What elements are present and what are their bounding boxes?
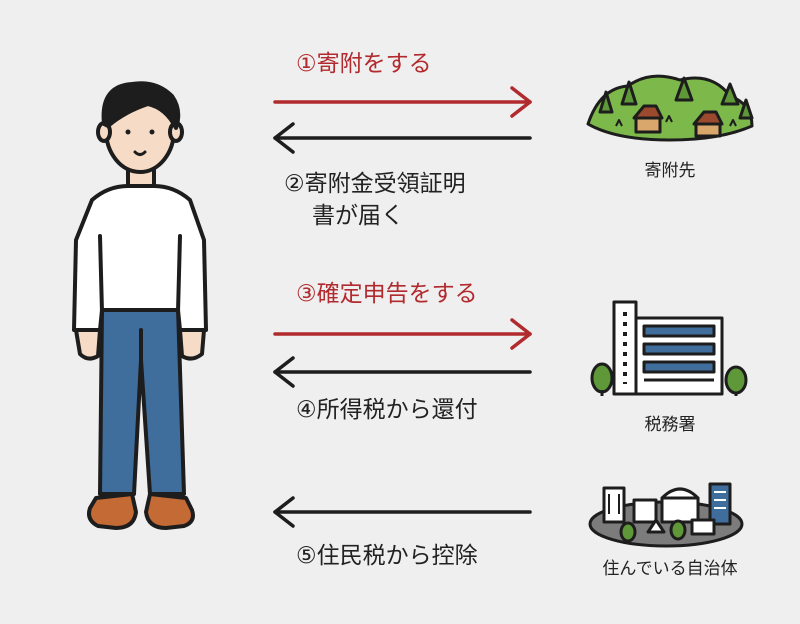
donation-target-label: 寄附先 bbox=[644, 161, 696, 181]
town-icon bbox=[588, 482, 744, 548]
arrow-receipt bbox=[273, 122, 532, 154]
arrow-donate bbox=[273, 86, 532, 118]
step-5-label: ⑤住民税から控除 bbox=[296, 543, 478, 569]
arrow-tax-return bbox=[273, 318, 532, 350]
arrow-income-tax-refund bbox=[273, 356, 532, 388]
person-illustration bbox=[72, 81, 208, 530]
step-4-label: ④所得税から還付 bbox=[296, 397, 478, 423]
village-hill-icon bbox=[586, 74, 754, 142]
office-building-icon bbox=[590, 300, 748, 396]
step-2-label-line2: 書が届く bbox=[312, 203, 404, 229]
step-2-label-line1: ②寄附金受領証明 bbox=[284, 171, 466, 197]
tax-office-label: 税務署 bbox=[644, 415, 696, 435]
step-1-label: ①寄附をする bbox=[296, 51, 432, 77]
arrow-resident-tax-deduction bbox=[273, 496, 532, 528]
step-3-label: ③確定申告をする bbox=[296, 281, 478, 307]
municipality-label: 住んでいる自治体 bbox=[602, 559, 738, 579]
